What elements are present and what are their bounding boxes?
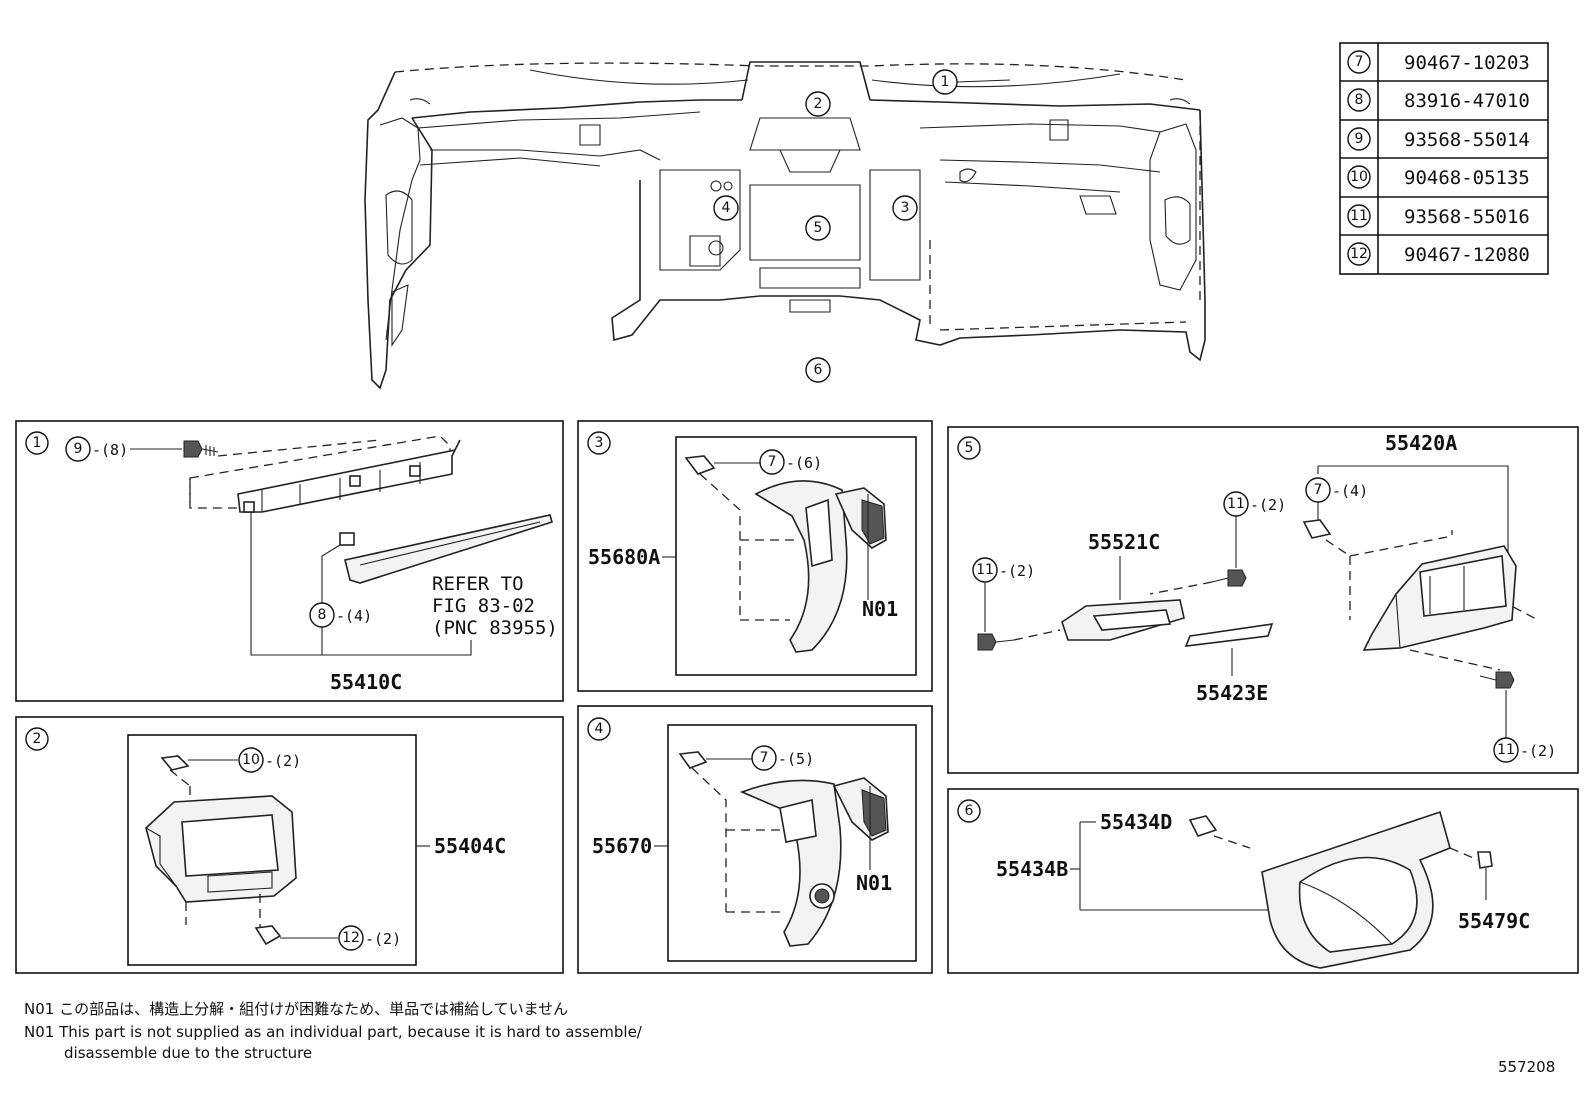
svg-text:2: 2 — [814, 96, 823, 112]
svg-text:3: 3 — [901, 200, 910, 216]
svg-text:4: 4 — [722, 200, 731, 216]
svg-text:55434D: 55434D — [1100, 810, 1172, 834]
svg-text:55670: 55670 — [592, 834, 652, 858]
svg-text:55680A: 55680A — [588, 545, 660, 569]
svg-text:-(2): -(2) — [265, 752, 301, 770]
table-row: 12 90467-12080 — [1347, 242, 1530, 266]
svg-text:90468-05135: 90468-05135 — [1404, 167, 1530, 189]
panel-1: 1 9 -(8) REFER TO FIG 83-02 (PNC 83955) … — [15, 420, 564, 702]
svg-text:7: 7 — [1314, 482, 1323, 498]
table-row: 11 93568-55016 — [1347, 204, 1530, 228]
table-row: 7 90467-10203 — [1347, 50, 1530, 74]
overview-callout-1[interactable]: 1 — [932, 69, 1011, 95]
svg-text:-(5): -(5) — [778, 750, 814, 768]
parts-table: 7 90467-10203 8 83916-47010 9 93568-5501… — [1339, 42, 1549, 275]
table-row: 9 93568-55014 — [1347, 127, 1530, 151]
svg-text:-(2): -(2) — [365, 930, 401, 948]
svg-text:N01: N01 — [862, 597, 898, 621]
svg-text:9: 9 — [74, 441, 83, 457]
svg-text:11: 11 — [976, 562, 994, 578]
svg-text:12: 12 — [1350, 246, 1368, 262]
svg-text:-(8): -(8) — [92, 441, 128, 459]
svg-text:-(4): -(4) — [1332, 482, 1368, 500]
table-row: 8 83916-47010 — [1347, 88, 1530, 112]
svg-text:55479C: 55479C — [1458, 909, 1530, 933]
svg-text:11: 11 — [1350, 208, 1368, 224]
footnotes: N01 この部品は、構造上分解・組付けが困難なため、単品では補給していません N… — [24, 1000, 643, 1062]
svg-text:83916-47010: 83916-47010 — [1404, 90, 1530, 112]
svg-text:1: 1 — [941, 74, 950, 90]
panel-6: 6 55434D 55434B 55479C — [947, 788, 1579, 974]
overview-callout-4[interactable]: 4 — [713, 195, 739, 221]
drawing-id: 557208 — [1498, 1058, 1555, 1076]
svg-text:9: 9 — [1355, 131, 1364, 147]
instrument-panel-overview: 1 2 3 4 5 6 — [364, 61, 1206, 390]
svg-text:10: 10 — [242, 752, 260, 768]
svg-text:N01: N01 — [856, 871, 892, 895]
svg-text:-(2): -(2) — [999, 562, 1035, 580]
overview-callout-6[interactable]: 6 — [805, 357, 831, 383]
svg-text:93568-55014: 93568-55014 — [1404, 129, 1530, 151]
svg-text:93568-55016: 93568-55016 — [1404, 206, 1530, 228]
overview-callout-3[interactable]: 3 — [892, 195, 918, 221]
svg-text:90467-12080: 90467-12080 — [1404, 244, 1530, 266]
svg-text:55404C: 55404C — [434, 834, 506, 858]
svg-text:11: 11 — [1227, 496, 1245, 512]
svg-text:3: 3 — [595, 435, 604, 451]
svg-text:-(6): -(6) — [786, 454, 822, 472]
svg-text:6: 6 — [965, 803, 974, 819]
svg-text:11: 11 — [1497, 742, 1515, 758]
svg-text:55420A: 55420A — [1385, 431, 1457, 455]
svg-text:10: 10 — [1350, 169, 1368, 185]
svg-text:1: 1 — [33, 435, 42, 451]
svg-text:-(2): -(2) — [1520, 742, 1556, 760]
overview-callout-5[interactable]: 5 — [805, 215, 831, 241]
svg-text:5: 5 — [814, 220, 823, 236]
svg-text:90467-10203: 90467-10203 — [1404, 52, 1530, 74]
overview-callout-2[interactable]: 2 — [805, 91, 831, 117]
note-en-2: disassemble due to the structure — [64, 1044, 312, 1062]
svg-text:55521C: 55521C — [1088, 530, 1160, 554]
svg-text:-(2): -(2) — [1250, 496, 1286, 514]
svg-text:REFER TO: REFER TO — [432, 573, 524, 595]
panel-3: 3 7 -(6) N01 55680A — [577, 420, 933, 692]
svg-text:6: 6 — [814, 362, 823, 378]
svg-text:5: 5 — [965, 440, 974, 456]
svg-text:7: 7 — [768, 454, 777, 470]
panel-4: 4 7 -(5) N01 55670 — [577, 705, 933, 974]
svg-text:4: 4 — [595, 721, 604, 737]
svg-text:7: 7 — [1355, 54, 1364, 70]
svg-text:55410C: 55410C — [330, 670, 402, 694]
svg-text:55434B: 55434B — [996, 857, 1068, 881]
svg-text:FIG 83-02: FIG 83-02 — [432, 595, 535, 617]
note-jp: N01 この部品は、構造上分解・組付けが困難なため、単品では補給していません — [24, 1000, 568, 1018]
svg-text:7: 7 — [760, 750, 769, 766]
svg-text:2: 2 — [33, 731, 42, 747]
table-row: 10 90468-05135 — [1347, 165, 1530, 189]
svg-text:12: 12 — [342, 930, 360, 946]
panel-2: 2 10 -(2) 12 -(2) 55404C — [15, 716, 564, 974]
panel-5: 5 55420A 11 -(2) 11 -(2) 55521C 55423E 7 — [947, 426, 1579, 774]
svg-text:8: 8 — [318, 607, 327, 623]
svg-text:-(4): -(4) — [336, 607, 372, 625]
svg-text:55423E: 55423E — [1196, 681, 1268, 705]
svg-text:8: 8 — [1355, 92, 1364, 108]
svg-text:(PNC 83955): (PNC 83955) — [432, 617, 558, 639]
note-en-1: N01 This part is not supplied as an indi… — [24, 1023, 643, 1041]
